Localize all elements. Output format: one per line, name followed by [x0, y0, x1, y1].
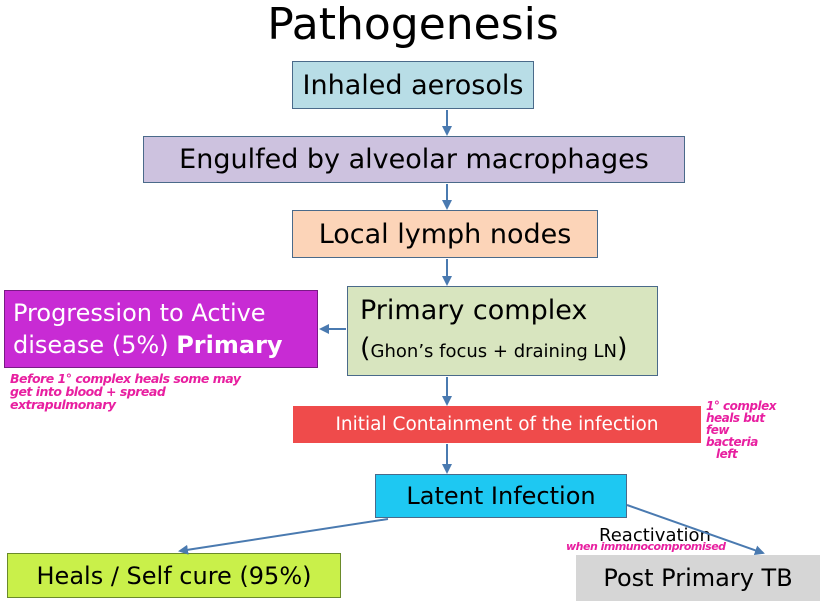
initial-containment-box: Initial Containment of the infection	[293, 406, 701, 443]
note-heals-line-5: left	[716, 447, 738, 461]
note-heals-line-2: heals but	[706, 411, 765, 425]
progression-percent: disease (5%)	[13, 331, 169, 359]
arrow-latent-to-post-primary	[626, 504, 765, 556]
handwritten-note-immunocompromised: when immunocompromised	[566, 540, 726, 553]
note-before-line-1: Before 1° complex heals some may	[10, 371, 241, 386]
ghon-focus-text: Ghon’s focus + draining LN	[370, 340, 618, 362]
progression-active-disease-box: Progression to Active disease (5%) Prima…	[4, 290, 318, 368]
inhaled-aerosols-box: Inhaled aerosols	[292, 61, 534, 109]
diagram-title: Pathogenesis	[267, 0, 559, 50]
note-heals-line-1: 1° complex	[706, 399, 776, 413]
primary-complex-detail: (Ghon’s focus + draining LN)	[360, 330, 628, 371]
note-before-line-3: extrapulmonary	[10, 397, 116, 412]
note-heals-line-3: few	[706, 423, 729, 437]
primary-bold-label: Primary	[176, 331, 283, 359]
paren-open: (	[360, 332, 371, 364]
arrow-latent-to-heals	[178, 518, 389, 555]
primary-complex-box: Primary complex (Ghon’s focus + draining…	[347, 286, 658, 376]
note-heals-line-4: bacteria	[706, 435, 758, 449]
engulfed-by-macrophages-box: Engulfed by alveolar macrophages	[143, 136, 685, 183]
paren-close: )	[617, 332, 628, 364]
note-before-line-2: get into blood + spread	[10, 384, 166, 399]
latent-infection-box: Latent Infection	[375, 474, 627, 518]
progression-line-2: disease (5%) Primary	[13, 329, 283, 361]
progression-line-1: Progression to Active	[13, 299, 266, 327]
primary-complex-title: Primary complex	[360, 294, 588, 326]
post-primary-tb-box: Post Primary TB	[576, 555, 820, 601]
heals-self-cure-box: Heals / Self cure (95%)	[7, 553, 341, 598]
handwritten-note-extrapulmonary: Before 1° complex heals some may get int…	[10, 372, 310, 411]
local-lymph-nodes-box: Local lymph nodes	[292, 210, 598, 258]
reactivation-label: Reactivation	[599, 525, 711, 546]
handwritten-note-heals: 1° complex heals but few bacteria left	[706, 400, 796, 460]
